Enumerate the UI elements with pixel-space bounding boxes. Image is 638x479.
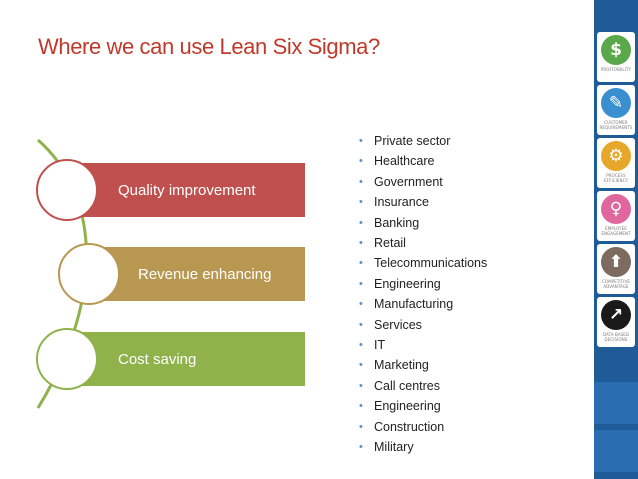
sidebar-panel: $ PROFITABILITY ✎ CUSTOMER REQUIREMENTS ⚙ PRO… (594, 0, 638, 479)
sector-item: • Call centres (356, 376, 487, 396)
sector-item: • Services (356, 315, 487, 335)
bar-label: Revenue enhancing (138, 265, 272, 283)
sector-label: Call centres (374, 378, 440, 393)
sector-label: Banking (374, 215, 420, 230)
sidebar-caption: COMPETITIVE ADVANTAGE (602, 279, 630, 289)
sidebar-tile: $ PROFITABILITY (597, 32, 635, 82)
revenue-circle (58, 243, 120, 305)
bar-label: Cost saving (118, 350, 197, 368)
sector-label: IT (374, 338, 386, 353)
sector-label: Military (374, 440, 414, 455)
bullet-icon: • (359, 298, 363, 311)
person-icon: ♀ (601, 194, 631, 224)
quality-improvement-bar: Quality improvement (74, 163, 305, 217)
bullet-icon: • (359, 175, 363, 188)
chart-icon: ↗ (601, 300, 631, 330)
sidebar-caption: EMPLOYEE ENGAGEMENT (601, 226, 631, 236)
sector-item: • Military (356, 437, 487, 457)
cost-circle (36, 328, 98, 390)
sidebar-strip (594, 382, 638, 424)
sector-item: • Insurance (356, 192, 487, 212)
sidebar-tile: ♀ EMPLOYEE ENGAGEMENT (597, 191, 635, 241)
bullet-icon: • (359, 339, 363, 352)
bullet-icon: • (359, 257, 363, 270)
sector-item: • Healthcare (356, 151, 487, 171)
sector-list: • Private sector • Healthcare • Government • In… (356, 131, 487, 458)
bar-label: Quality improvement (118, 181, 256, 199)
bullet-icon: • (359, 277, 363, 290)
bullet-icon: • (359, 441, 363, 454)
sector-item: • Telecommunications (356, 253, 487, 273)
sector-label: Healthcare (374, 154, 435, 169)
sector-item: • Banking (356, 213, 487, 233)
sector-item: • Retail (356, 233, 487, 253)
sector-item: • Engineering (356, 396, 487, 416)
arrow-up-icon: ⬆ (601, 247, 631, 277)
sector-label: Insurance (374, 195, 429, 210)
sector-item: • Engineering (356, 274, 487, 294)
quality-circle (36, 159, 98, 221)
sector-item: • Private sector (356, 131, 487, 151)
sector-label: Telecommunications (374, 256, 488, 271)
sector-item: • Government (356, 172, 487, 192)
sector-label: Services (374, 317, 422, 332)
gear-icon: ⚙ (601, 141, 631, 171)
dollar-icon: $ (601, 35, 631, 65)
sidebar-caption: PROCESS EFFICIENCY (604, 173, 628, 183)
bullet-icon: • (359, 216, 363, 229)
bullet-icon: • (359, 135, 363, 147)
sidebar-tile: ✎ CUSTOMER REQUIREMENTS (597, 85, 635, 135)
bullet-icon: • (359, 359, 363, 372)
sector-item: • Construction (356, 417, 487, 437)
revenue-enhancing-bar: Revenue enhancing (96, 247, 305, 301)
sidebar-tile: ⬆ COMPETITIVE ADVANTAGE (597, 244, 635, 294)
sector-label: Manufacturing (374, 297, 454, 312)
slide-title: Where we can use Lean Six Sigma? (38, 34, 380, 59)
sidebar-caption: CUSTOMER REQUIREMENTS (599, 120, 633, 130)
sidebar-caption: PROFITABILITY (600, 67, 632, 72)
sector-item: • Marketing (356, 355, 487, 375)
bullet-icon: • (359, 400, 363, 413)
sidebar-tile: ⚙ PROCESS EFFICIENCY (597, 138, 635, 188)
sidebar-tile: ↗ DATA-BASED DECISIONS (597, 297, 635, 347)
bullet-icon: • (359, 155, 363, 168)
sector-label: Construction (374, 419, 445, 434)
sector-label: Private sector (374, 134, 451, 148)
cost-saving-bar: Cost saving (74, 332, 305, 386)
sidebar-caption: DATA-BASED DECISIONS (602, 332, 630, 342)
sector-item: • IT (356, 335, 487, 355)
sector-label: Marketing (374, 358, 429, 373)
sector-label: Retail (374, 236, 406, 251)
bullet-icon: • (359, 196, 363, 209)
sector-item: • Manufacturing (356, 294, 487, 314)
sector-label: Government (374, 174, 443, 189)
sidebar-strip (594, 430, 638, 472)
clipboard-icon: ✎ (601, 88, 631, 118)
bullet-icon: • (359, 237, 363, 250)
bullet-icon: • (359, 379, 363, 392)
sector-label: Engineering (374, 276, 441, 291)
sector-label: Engineering (374, 399, 441, 414)
bullet-icon: • (359, 318, 363, 331)
bullet-icon: • (359, 420, 363, 433)
